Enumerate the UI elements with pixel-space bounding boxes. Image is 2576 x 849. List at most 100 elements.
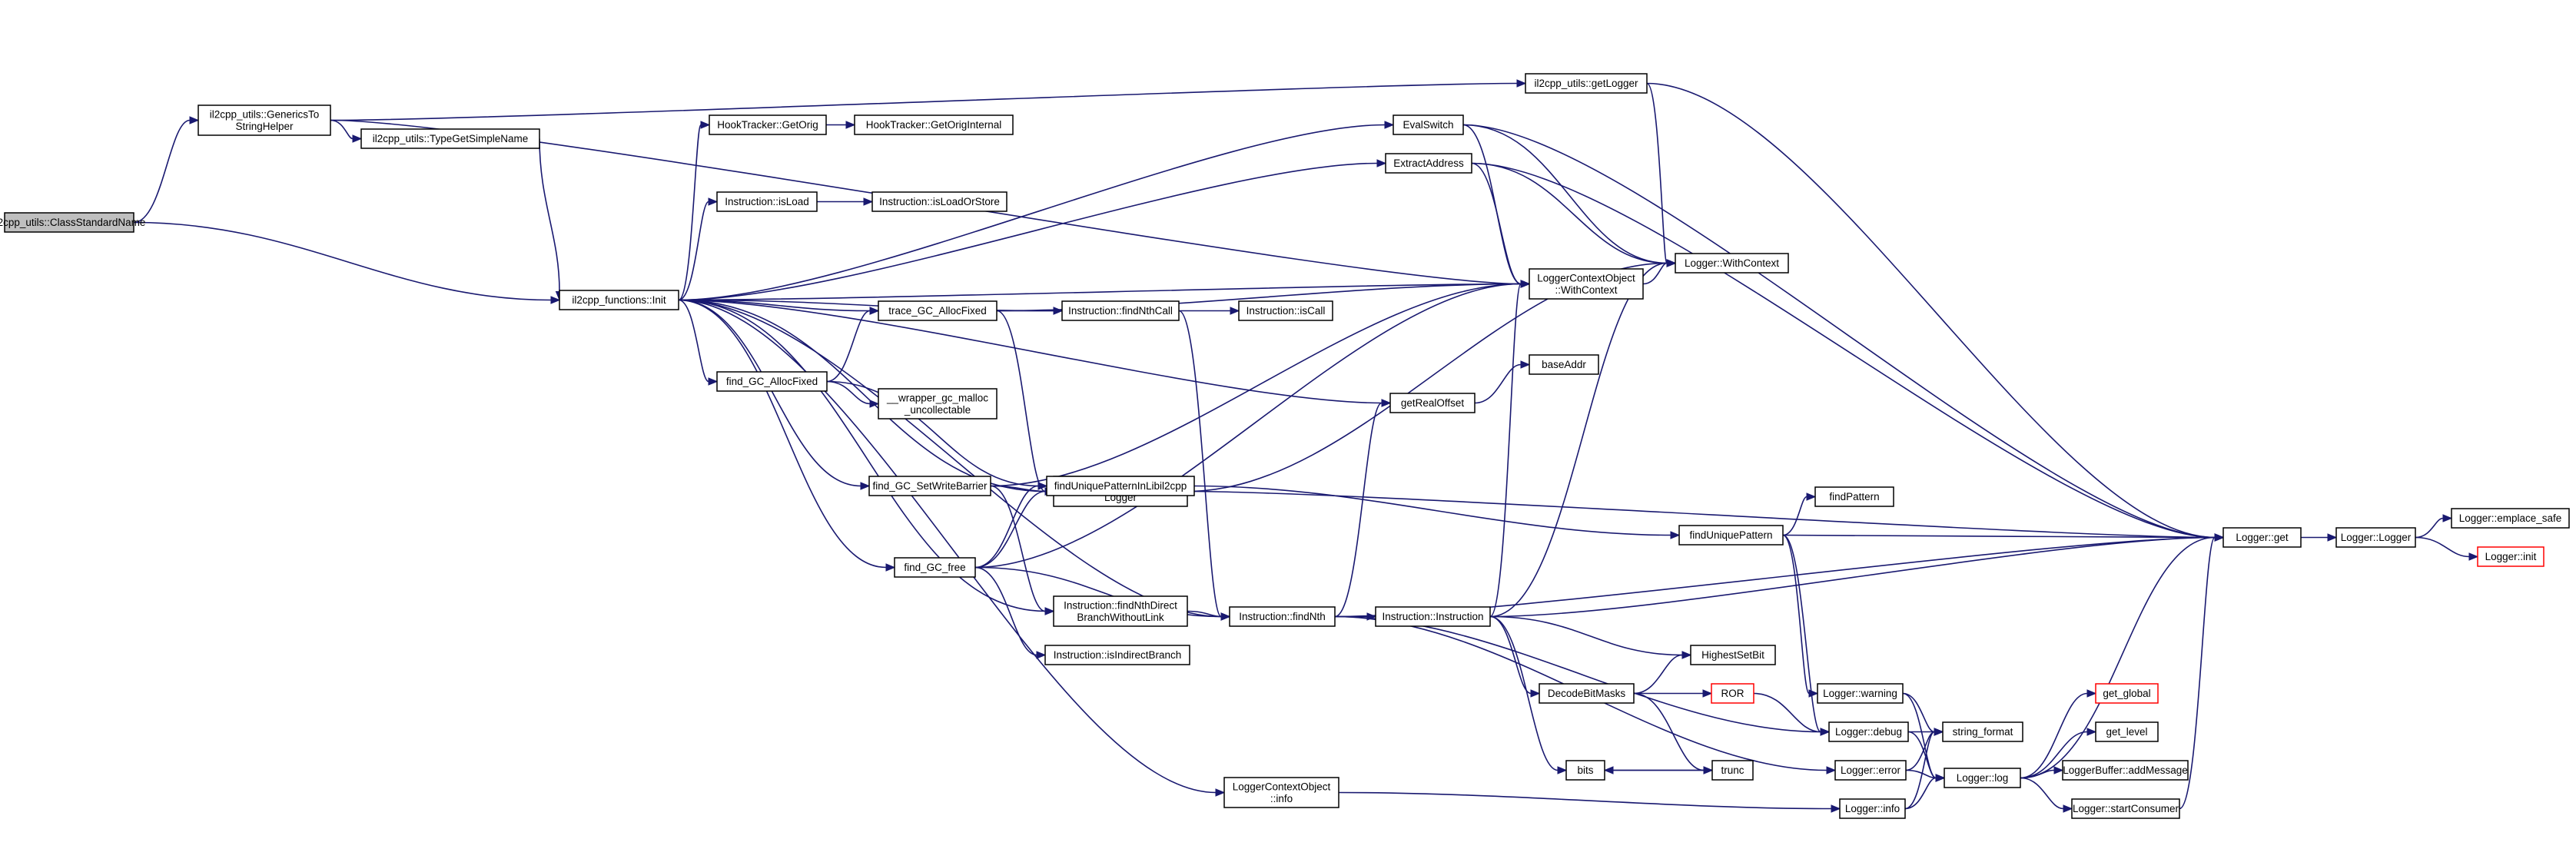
node-find-gc-free[interactable]: find_GC_free <box>894 557 976 578</box>
arrowhead <box>2327 533 2338 542</box>
node-label: Instruction::isIndirectBranch <box>1054 649 1182 661</box>
edge-llog-to-lget <box>2020 536 2216 779</box>
node-trace-gc-allocfixed[interactable]: trace_GC_AllocFixed <box>878 300 998 321</box>
node-instruction-isloadorstore[interactable]: Instruction::isLoadOrStore <box>871 191 1007 212</box>
node-loggerbuffer-addmessage[interactable]: LoggerBuffer::addMessage <box>2062 760 2189 781</box>
arrowhead <box>550 296 561 304</box>
node-instruction-isindirectbranch[interactable]: Instruction::isIndirectBranch <box>1044 645 1190 665</box>
edge-findnthcall-to-findnth <box>1178 310 1222 618</box>
node-baseaddr[interactable]: baseAddr <box>1529 354 1599 375</box>
arrowhead <box>845 121 856 129</box>
node-get-global[interactable]: get_global <box>2095 683 2159 704</box>
arrowhead <box>1220 612 1231 621</box>
arrowhead <box>1037 482 1048 490</box>
node-wrapper-gc-malloc-uncollectable[interactable]: __wrapper_gc_malloc_uncollectable <box>878 388 998 420</box>
node-label: get_global <box>2103 688 2150 699</box>
node-box <box>1678 525 1784 546</box>
edge-traceGC-to-getfunclog <box>996 310 1046 492</box>
edge-linfo-to-llog <box>1904 777 1937 810</box>
node-il2cpp-utils-typegetsimplename[interactable]: il2cpp_utils::TypeGetSimpleName <box>360 128 540 149</box>
node-find-gc-setwritebarrier[interactable]: find_GC_SetWriteBarrier <box>868 476 991 496</box>
node-hooktracker-getoriginternal[interactable]: HookTracker::GetOrigInternal <box>854 114 1014 135</box>
node-label: Logger::init <box>2485 551 2537 562</box>
edge-getrealoff-to-baseaddr <box>1474 363 1522 404</box>
node-instruction-isload[interactable]: Instruction::isLoad <box>716 191 818 212</box>
node-label: Logger::info <box>1845 803 1900 814</box>
node-logger-warning[interactable]: Logger::warning <box>1817 683 1904 704</box>
edge-llog-to-lstartcons <box>2020 777 2064 810</box>
arrowhead <box>1384 121 1395 129</box>
node-label: trunc <box>1721 764 1744 776</box>
node-trunc[interactable]: trunc <box>1711 760 1754 781</box>
node-logger-get[interactable]: Logger::get <box>2222 527 2302 548</box>
node-il2cpp-utils-getlogger[interactable]: il2cpp_utils::getLogger <box>1525 73 1648 94</box>
node-instruction-findnthdirect-branchwithoutlink[interactable]: Instruction::findNthDirectBranchWithoutL… <box>1053 595 1188 627</box>
node-box <box>894 557 976 578</box>
node-box <box>1385 153 1472 174</box>
node-logger-log[interactable]: Logger::log <box>1944 768 2021 788</box>
edge-lcoinfo-to-linfo <box>1338 791 1832 810</box>
node-instruction-findnthcall[interactable]: Instruction::findNthCall <box>1061 300 1180 321</box>
edge-getlogger-to-lget <box>1646 82 2216 539</box>
node-decodebitmasks[interactable]: DecodeBitMasks <box>1539 683 1635 704</box>
node-ror[interactable]: ROR <box>1711 683 1754 704</box>
node-findpattern[interactable]: findPattern <box>1814 486 1894 507</box>
node-hooktracker-getorig[interactable]: HookTracker::GetOrig <box>709 114 827 135</box>
node-logger-emplace-safe[interactable]: Logger::emplace_safe <box>2451 508 2570 529</box>
node-box <box>1375 606 1491 627</box>
node-logger-error[interactable]: Logger::error <box>1834 760 1907 781</box>
node-label: bits <box>1577 764 1593 776</box>
node-label: StringHelper <box>235 121 294 132</box>
node-instruction-iscall[interactable]: Instruction::isCall <box>1238 300 1333 321</box>
node-box <box>1814 486 1894 507</box>
edge-init-to-hookorig <box>678 124 702 301</box>
edge-typesimple-to-init <box>539 138 560 292</box>
node-label: BranchWithoutLink <box>1077 612 1164 623</box>
node-box <box>1053 595 1188 627</box>
node-instruction-instruction[interactable]: Instruction::Instruction <box>1375 606 1491 627</box>
arrowhead <box>1681 651 1692 659</box>
node-getrealoffset[interactable]: getRealOffset <box>1389 393 1476 413</box>
edge-init-to-findnthdirect <box>678 299 1046 612</box>
node-label: Logger::log <box>1957 772 2009 784</box>
node-get-level[interactable]: get_level <box>2095 721 2159 742</box>
node-label: _uncollectable <box>904 404 971 416</box>
node-box <box>2477 546 2544 567</box>
node-box <box>1539 683 1635 704</box>
node-finduniquepattern[interactable]: findUniquePattern <box>1678 525 1784 546</box>
node-box <box>1711 683 1754 704</box>
edge-init-to-findGCfree <box>678 299 887 569</box>
node-box <box>1828 721 1909 742</box>
node-logger-info[interactable]: Logger::info <box>1839 798 1906 819</box>
node-extractaddress[interactable]: ExtractAddress <box>1385 153 1472 174</box>
node-finduniquepatterninlibil2cpp[interactable]: findUniquePatternInLibil2cpp <box>1046 476 1195 496</box>
node-evalswitch[interactable]: EvalSwitch <box>1393 114 1464 135</box>
node-il2cpp-utils-classstandardname[interactable]: il2cpp_utils::ClassStandardName <box>0 212 145 233</box>
node-il2cpp-functions-init[interactable]: il2cpp_functions::Init <box>559 290 679 310</box>
edge-ldebug-to-llog <box>1907 731 1937 779</box>
node-box <box>2222 527 2302 548</box>
edge-root-to-init <box>133 221 552 301</box>
node-highestsetbit[interactable]: HighestSetBit <box>1690 645 1776 665</box>
node-logger-init[interactable]: Logger::init <box>2477 546 2544 567</box>
edge-init-to-findGCwb <box>678 299 861 487</box>
node-loggercontextobject-info[interactable]: LoggerContextObject::info <box>1223 777 1339 808</box>
arrowhead <box>2053 766 2064 774</box>
edge-finduniqlibil-to-finduniq <box>1193 485 1671 536</box>
node-box <box>1044 645 1190 665</box>
call-graph-nodes: il2cpp_utils::ClassStandardName il2cpp_ut… <box>0 73 2570 819</box>
node-find-gc-allocfixed[interactable]: find_GC_AllocFixed <box>716 371 828 392</box>
node-box <box>854 114 1014 135</box>
node-loggercontextobject-withcontext[interactable]: LoggerContextObject::WithContext <box>1529 268 1644 300</box>
node-string-format[interactable]: string_format <box>1942 721 2023 742</box>
node-logger-debug[interactable]: Logger::debug <box>1828 721 1909 742</box>
node-logger-startconsumer[interactable]: Logger::startConsumer <box>2071 798 2180 819</box>
arrowhead <box>1044 607 1055 615</box>
node-logger-withcontext[interactable]: Logger::WithContext <box>1675 253 1789 274</box>
node-instruction-findnth[interactable]: Instruction::findNth <box>1229 606 1336 627</box>
edge-init-to-isload <box>678 201 709 301</box>
edge-findGCfree-to-isindirect <box>974 566 1037 656</box>
node-bits[interactable]: bits <box>1565 760 1605 781</box>
node-logger-logger[interactable]: Logger::Logger <box>2335 527 2416 548</box>
